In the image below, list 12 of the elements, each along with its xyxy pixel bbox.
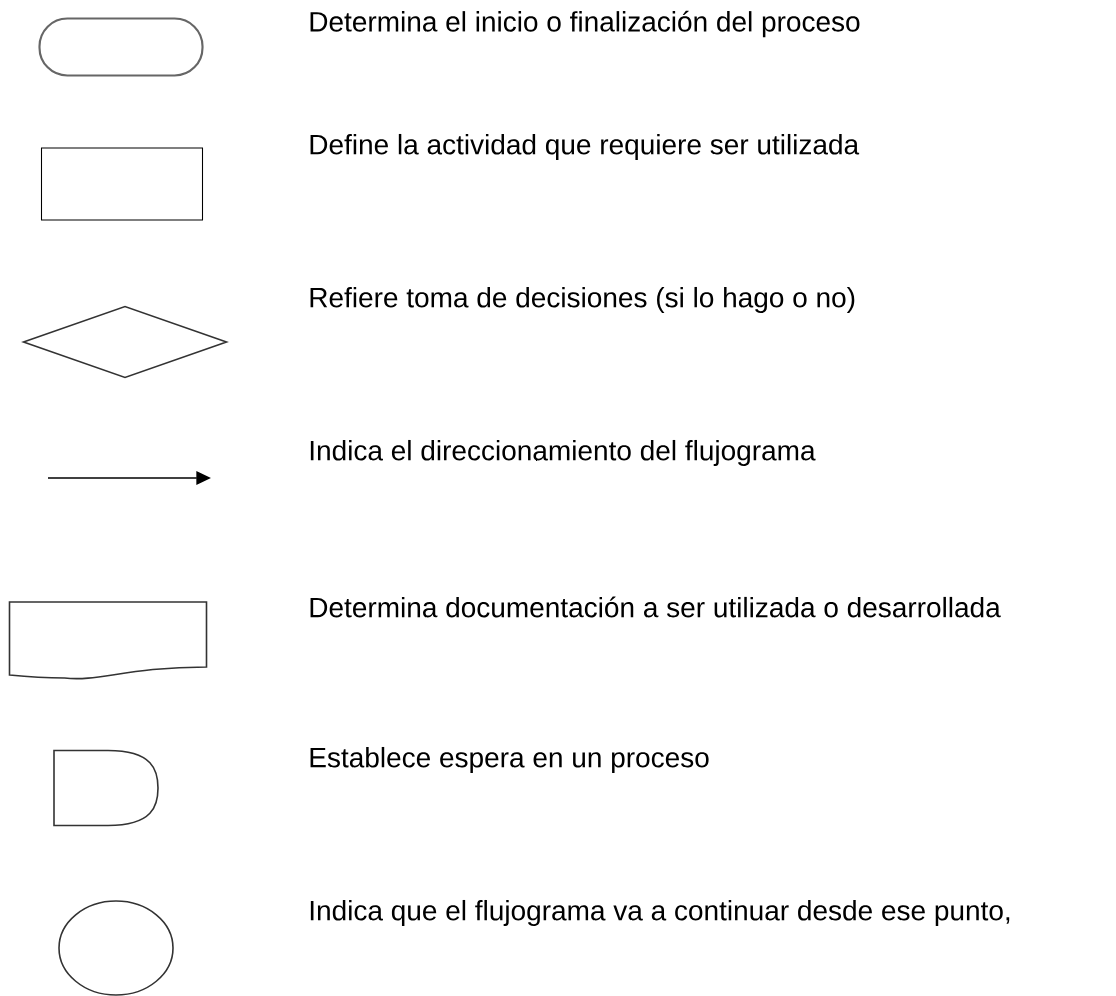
symbol-description: Determina documentación a ser utilizada o desarrollada bbox=[310, 596, 1001, 618]
symbol-description: Indica el direccionamiento del flujograma bbox=[310, 439, 816, 467]
delay-symbol bbox=[53, 749, 159, 827]
symbol-description: Determina el inicio o finalización del proceso bbox=[310, 10, 860, 38]
symbol-description: Define la actividad que requiere ser utilizada bbox=[310, 133, 860, 161]
document-symbol bbox=[8, 601, 208, 680]
symbol-description: Indica que el flujograma va a continuar desde ese punto, bbox=[310, 899, 1010, 927]
symbol-description: Refiere toma de decisiones (si lo hago o no) bbox=[310, 286, 855, 314]
connector-circle bbox=[58, 900, 174, 996]
symbol-description: Establece espera en un proceso bbox=[310, 746, 709, 774]
terminal-symbol bbox=[38, 17, 204, 77]
process-box bbox=[40, 147, 204, 221]
